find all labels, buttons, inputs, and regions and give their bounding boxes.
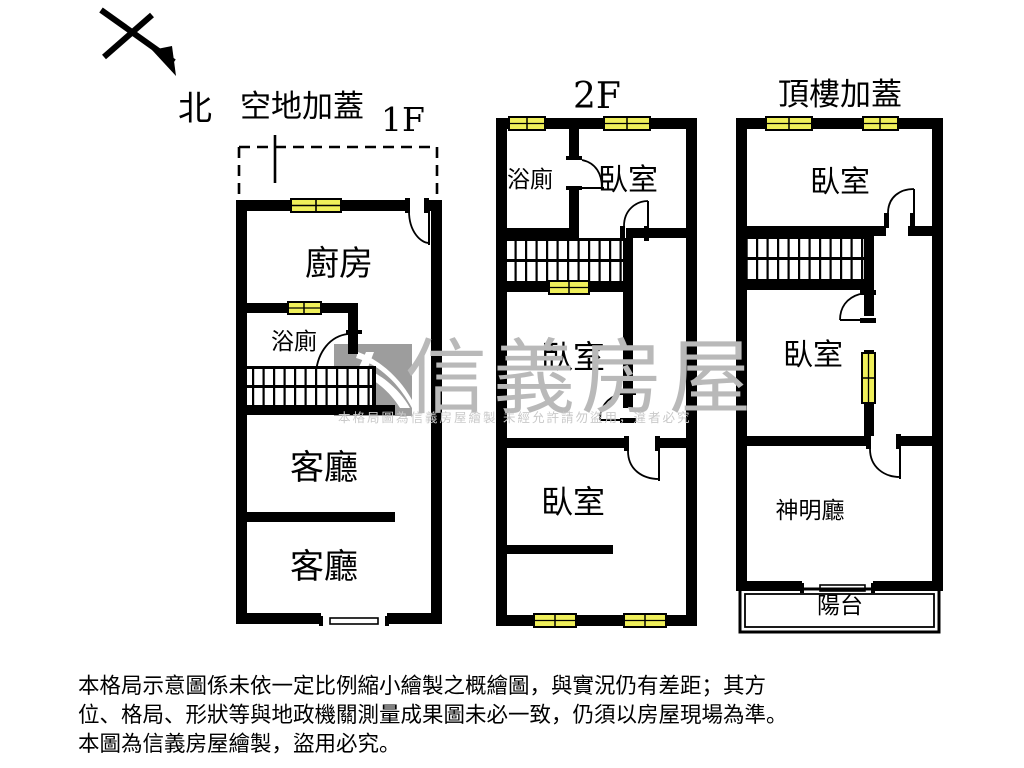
disclaimer-line-1: 本格局示意圖係未依一定比例縮小繪製之概繪圖，與實況仍有差距；其方 bbox=[78, 674, 767, 699]
stairs-rooftop bbox=[747, 236, 873, 283]
door-rooftop-bedroom-middle bbox=[839, 290, 876, 323]
annex-outline-1f bbox=[237, 135, 439, 205]
label-2f-bedroom-top: 臥室 bbox=[598, 163, 658, 198]
door-2f-bedroom-bottom bbox=[624, 436, 660, 481]
window-1f-top bbox=[290, 198, 342, 213]
label-1f-living-upper: 客廳 bbox=[290, 448, 358, 488]
plan-2f: 浴廁 臥室 臥室 臥室 bbox=[496, 116, 697, 628]
plan-rooftop: 臥室 臥室 神明廳 陽台 bbox=[736, 116, 943, 634]
label-2f-bedroom-bottom: 臥室 bbox=[541, 483, 605, 521]
door-2f-bedroom-top bbox=[620, 200, 649, 241]
window-2f-stair-landing bbox=[548, 280, 590, 295]
stairs-1f bbox=[247, 366, 376, 409]
annex-label-1f: 空地加蓋 bbox=[240, 89, 364, 125]
door-rooftop-shrine bbox=[866, 434, 901, 479]
window-1f-bathroom bbox=[287, 301, 322, 315]
disclaimer-line-2: 位、格局、形狀等與地政機關測量成果圖未必一致，仍須以房屋現場為準。 bbox=[78, 703, 788, 729]
balcony-rooftop bbox=[738, 587, 941, 634]
label-2f-bathroom: 浴廁 bbox=[507, 167, 553, 193]
compass-label: 北 bbox=[178, 89, 212, 129]
label-2f-bedroom-middle: 臥室 bbox=[541, 338, 605, 376]
label-1f-bathroom: 浴廁 bbox=[271, 329, 317, 355]
walls-2f bbox=[496, 118, 697, 626]
plan-title-1f: 1F bbox=[381, 100, 425, 139]
window-rooftop-interior bbox=[861, 352, 876, 404]
door-rooftop-bedroom-top bbox=[884, 188, 915, 228]
window-2f-bottom-right bbox=[623, 613, 667, 628]
window-rooftop-top-right bbox=[862, 116, 899, 131]
plan-1f: 廚房 浴廁 客廳 客廳 bbox=[236, 135, 442, 626]
stairs-2f bbox=[507, 238, 632, 285]
label-rooftop-shrine: 神明廳 bbox=[776, 498, 845, 524]
disclaimer-line-3: 本圖為信義房屋繪製，盜用必究。 bbox=[78, 732, 401, 758]
door-2f-bathroom bbox=[566, 156, 604, 190]
entry-opening-1f bbox=[319, 616, 389, 626]
window-2f-top-right bbox=[603, 116, 651, 131]
window-rooftop-top-left bbox=[765, 116, 813, 131]
walls-rooftop-upper bbox=[736, 226, 943, 236]
walls-rooftop-lower bbox=[736, 436, 943, 446]
label-1f-living-lower: 客廳 bbox=[290, 547, 358, 587]
walls-rooftop bbox=[736, 118, 943, 591]
wall-1f-living-divider bbox=[247, 512, 395, 522]
window-2f-top-left bbox=[508, 116, 546, 131]
walls-2f-upper bbox=[496, 118, 697, 238]
plan-title-rooftop: 頂樓加蓋 bbox=[778, 77, 902, 113]
label-1f-kitchen: 廚房 bbox=[305, 244, 373, 284]
label-rooftop-bedroom-top: 臥室 bbox=[810, 165, 870, 200]
north-arrow-icon bbox=[99, 7, 176, 76]
window-2f-bottom-left bbox=[533, 613, 577, 628]
disclaimer-block: 本格局示意圖係未依一定比例縮小繪製之概繪圖，與實況仍有差距；其方 位、格局、形狀… bbox=[78, 672, 958, 760]
door-1f-entrance bbox=[405, 198, 430, 245]
plan-title-2f: 2F bbox=[573, 76, 621, 117]
walls-2f-lower bbox=[496, 438, 697, 554]
label-rooftop-bedroom-middle: 臥室 bbox=[783, 338, 843, 373]
door-2f-bedroom-middle bbox=[599, 390, 636, 423]
label-rooftop-balcony: 陽台 bbox=[817, 593, 863, 619]
wall-1f-stair-landing bbox=[247, 405, 395, 415]
